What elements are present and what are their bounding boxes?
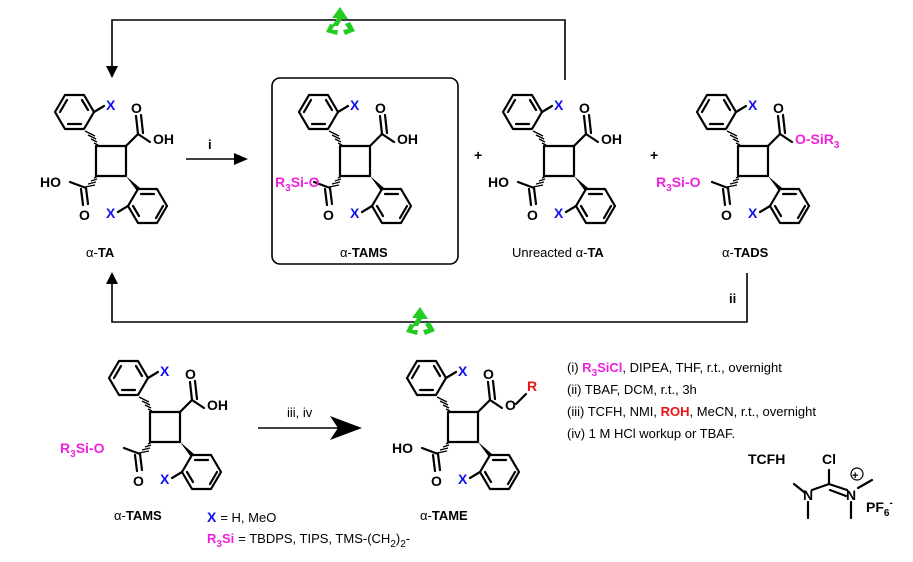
svg-text:O: O — [185, 366, 196, 382]
structure-tcfh: TCFH Cl N N + PF6- — [748, 451, 893, 520]
recycle-icon — [326, 7, 355, 35]
condition-ii: (ii) TBAF, DCM, r.t., 3h — [567, 382, 697, 397]
label-alpha-tams: α-TAMS — [340, 245, 388, 260]
svg-text:X: X — [458, 471, 468, 487]
svg-text:O: O — [131, 100, 142, 116]
svg-text:N: N — [803, 487, 813, 503]
label-step-ii: ii — [729, 291, 736, 306]
svg-text:OH: OH — [207, 397, 228, 413]
label-unreacted-ta: Unreacted α-TA — [512, 245, 604, 260]
svg-text:OH: OH — [397, 131, 418, 147]
svg-text:O: O — [483, 366, 494, 382]
svg-text:OH: OH — [601, 131, 622, 147]
svg-text:O: O — [527, 207, 538, 223]
label-alpha-tame: α-TAME — [420, 508, 468, 523]
svg-text:Cl: Cl — [822, 451, 836, 467]
svg-text:X: X — [160, 363, 170, 379]
svg-text:O: O — [773, 100, 784, 116]
svg-text:HO: HO — [40, 174, 61, 190]
svg-text:O: O — [721, 207, 732, 223]
conditions-list: (i) R3SiCl, DIPEA, THF, r.t., overnight … — [567, 360, 816, 441]
svg-text:N: N — [846, 487, 856, 503]
recycle-loop-bottom — [111, 273, 748, 323]
label-step-iii-iv: iii, iv — [287, 405, 313, 420]
svg-text:O: O — [579, 100, 590, 116]
structure-alpha-ta: X OH HO O O X — [40, 93, 174, 225]
label-alpha-tads: α-TADS — [722, 245, 769, 260]
recycle-icon — [406, 307, 435, 335]
legend-r3si: R3Si= TBDPS, TIPS, TMS-(CH2)2- — [207, 531, 410, 550]
svg-text:X: X — [106, 97, 116, 113]
svg-text:R3Si-O: R3Si-O — [60, 440, 105, 460]
recycle-loop-top — [111, 19, 566, 80]
structure-alpha-tams-2: X OH O O X R3Si-O — [60, 359, 228, 491]
svg-text:HO: HO — [392, 440, 413, 456]
svg-text:O: O — [375, 100, 386, 116]
label-tcfh: TCFH — [748, 451, 785, 467]
condition-iii: (iii) TCFH, NMI, ROH, MeCN, r.t., overni… — [567, 404, 816, 419]
svg-text:PF6-: PF6- — [866, 498, 893, 519]
svg-text:R: R — [527, 378, 537, 394]
condition-iv: (iv) 1 M HCl workup or TBAF. — [567, 426, 735, 441]
svg-text:X: X — [350, 97, 360, 113]
svg-text:X: X — [458, 363, 468, 379]
legend-x: X= H, MeO — [207, 509, 276, 525]
svg-text:R3Si-O: R3Si-O — [656, 174, 701, 194]
label-alpha-tams-2: α-TAMS — [114, 508, 162, 523]
structure-alpha-tame: X O O R HO O X — [392, 359, 537, 491]
label-step-i: i — [208, 137, 212, 152]
label-alpha-ta: α-TA — [86, 245, 115, 260]
svg-text:R3Si-O: R3Si-O — [275, 174, 320, 194]
structure-alpha-tams: X OH O O X R3Si-O — [275, 93, 418, 225]
svg-text:OH: OH — [153, 131, 174, 147]
svg-text:X: X — [554, 205, 564, 221]
svg-text:O: O — [133, 473, 144, 489]
condition-i: (i) R3SiCl, DIPEA, THF, r.t., overnight — [567, 360, 782, 379]
svg-text:O: O — [431, 473, 442, 489]
plus-1: + — [474, 147, 482, 163]
structure-alpha-tads: X O O-SiR3 O X R3Si-O — [656, 93, 840, 225]
svg-text:O-SiR3: O-SiR3 — [795, 131, 840, 151]
svg-text:X: X — [748, 205, 758, 221]
svg-text:X: X — [106, 205, 116, 221]
svg-text:O: O — [323, 207, 334, 223]
highlight-box — [271, 77, 459, 265]
svg-text:O: O — [505, 397, 516, 413]
svg-text:HO: HO — [488, 174, 509, 190]
plus-2: + — [650, 147, 658, 163]
svg-text:+: + — [852, 470, 858, 482]
svg-text:O: O — [79, 207, 90, 223]
svg-text:X: X — [350, 205, 360, 221]
svg-text:X: X — [748, 97, 758, 113]
svg-text:X: X — [554, 97, 564, 113]
svg-text:X: X — [160, 471, 170, 487]
structure-unreacted-ta: X OH O HO O X — [488, 93, 622, 225]
